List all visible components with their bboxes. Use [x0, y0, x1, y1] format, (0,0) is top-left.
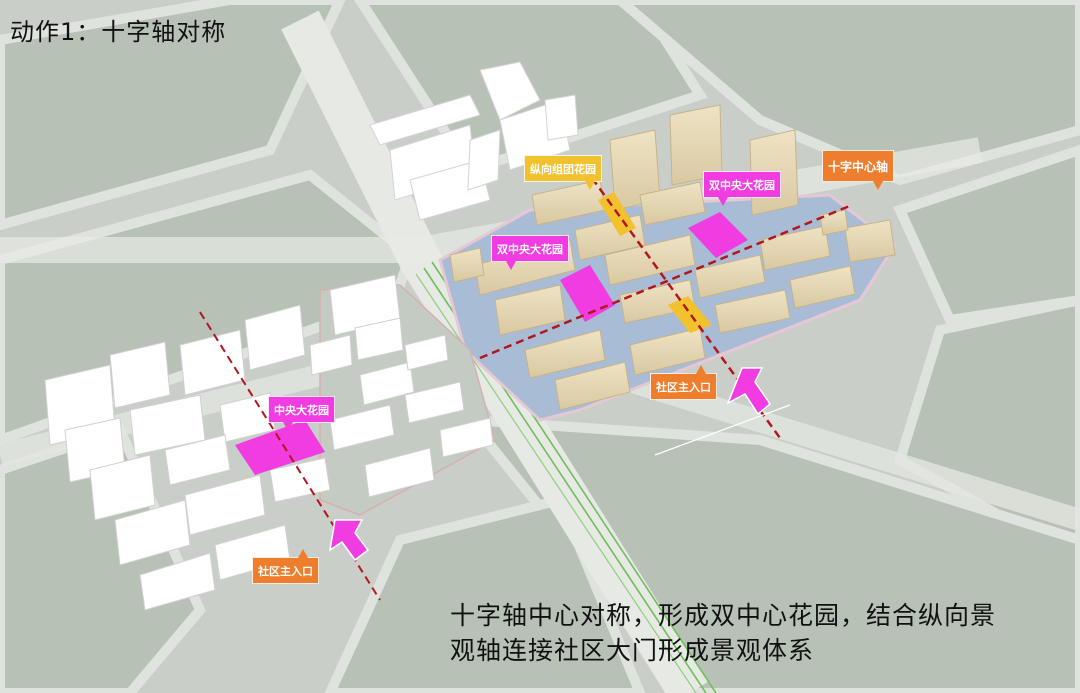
- double-center-garden-right-area: [688, 212, 748, 258]
- double-center-garden-left-label: 双中央大花园: [491, 235, 569, 270]
- vertical-group-garden-label: 纵向组团花园: [524, 155, 602, 190]
- caption: 十字轴中心对称，形成双中心花园，结合纵向景 观轴连接社区大门形成景观体系: [450, 598, 1070, 668]
- central-garden-area: [235, 420, 325, 475]
- central-garden-label: 中央大花园: [268, 396, 335, 431]
- caption-line-2: 观轴连接社区大门形成景观体系: [450, 636, 815, 665]
- entrance-arrow-right: [726, 367, 772, 416]
- left-site: [44, 274, 496, 611]
- entrance-left-label: 社区主入口: [252, 549, 319, 584]
- caption-line-1: 十字轴中心对称，形成双中心花园，结合纵向景: [450, 601, 997, 630]
- cross-axis-horizontal: [479, 203, 853, 360]
- cross-axis-label: 十字中心轴: [822, 150, 895, 190]
- entrance-arrow-left: [328, 519, 370, 562]
- lower-group-garden-area: [668, 296, 712, 333]
- double-center-garden-right-label: 双中央大花园: [703, 171, 781, 206]
- left-axis: [199, 311, 381, 601]
- existing-buildings: [369, 61, 579, 221]
- entrance-right-label: 社区主入口: [650, 365, 717, 400]
- page-title: 动作1：十字轴对称: [10, 18, 227, 46]
